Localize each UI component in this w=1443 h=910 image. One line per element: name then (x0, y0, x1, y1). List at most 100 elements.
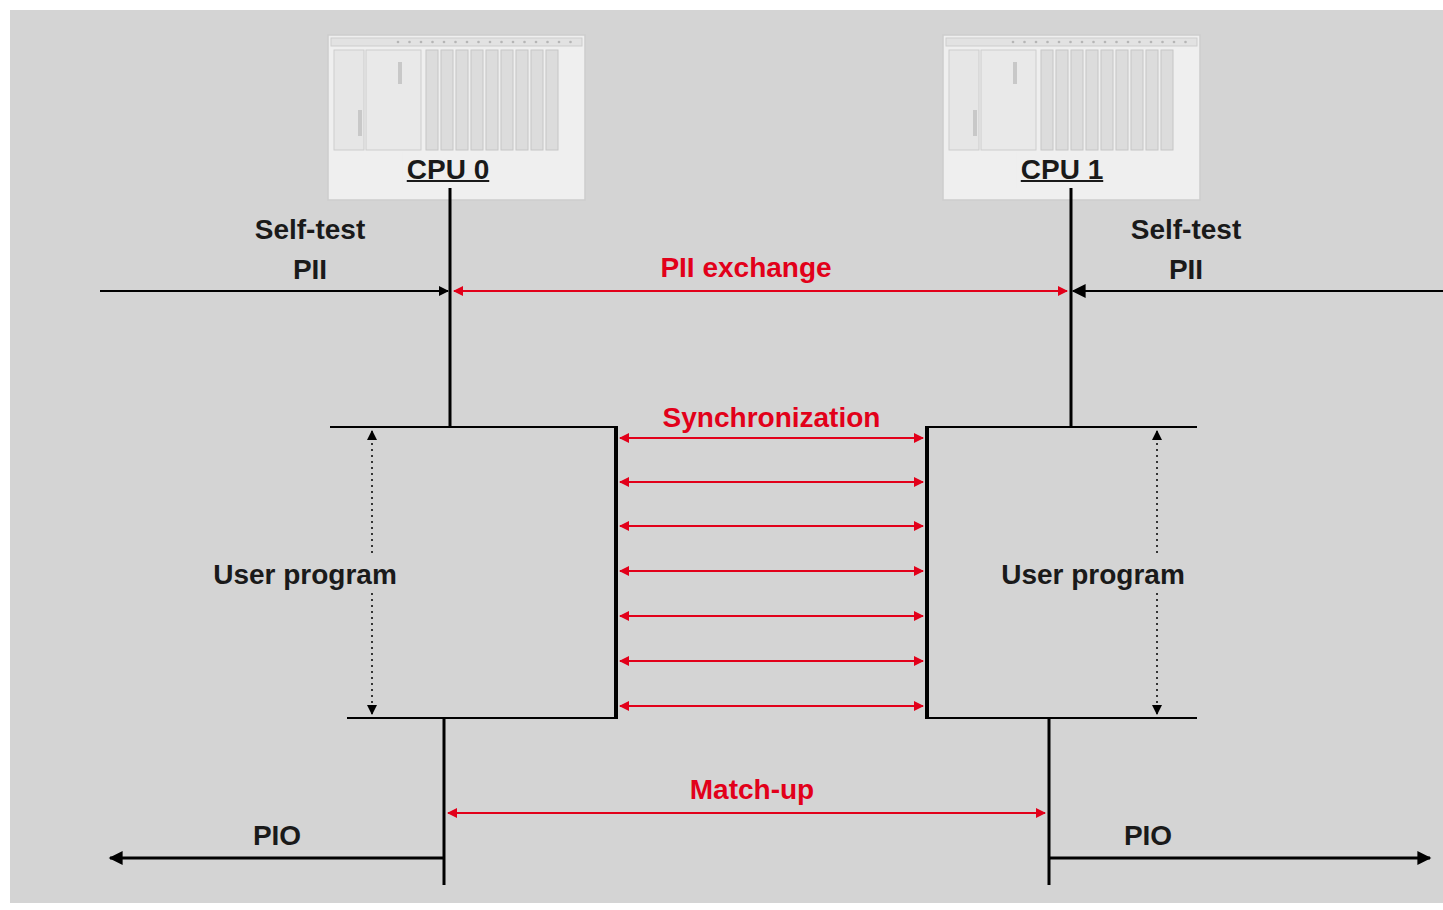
io-module (516, 50, 528, 150)
rack-frame (328, 35, 585, 200)
io-module (1116, 50, 1128, 150)
rack-screw (1138, 41, 1141, 44)
rack-screw (1058, 41, 1061, 44)
rack-screw (1023, 41, 1026, 44)
io-module (546, 50, 558, 150)
rack-screw (1115, 41, 1118, 44)
io-module (441, 50, 453, 150)
io-module (1161, 50, 1173, 150)
rack-screw (466, 41, 469, 44)
module-switch (973, 110, 977, 136)
rack-screw (1161, 41, 1164, 44)
rack-screw (408, 41, 411, 44)
cpu-timeline (1070, 187, 1073, 427)
power-module (334, 50, 364, 150)
rack-screw (546, 41, 549, 44)
user-program-block: User program (190, 427, 616, 718)
module-switch (358, 110, 362, 136)
module-switch (1013, 62, 1017, 84)
program-boundary (614, 426, 618, 719)
rack-screw (1081, 41, 1084, 44)
cpu-module (981, 50, 1036, 150)
cpu-rack: CPU 1 (943, 35, 1200, 200)
io-module (1146, 50, 1158, 150)
user-program-block: User program (927, 427, 1227, 718)
io-module (456, 50, 468, 150)
cpu-rack: CPU 0 (328, 35, 585, 200)
cpu-timeline (1048, 718, 1051, 885)
rack-frame (943, 35, 1200, 200)
cpu-label: CPU 0 (403, 152, 493, 188)
rack-screw (1069, 41, 1072, 44)
rack-screw (1104, 41, 1107, 44)
program-boundary (925, 426, 929, 719)
cpu-module (366, 50, 421, 150)
io-module (486, 50, 498, 150)
rack-screw (1150, 41, 1153, 44)
rack-screw (500, 41, 503, 44)
rack-screw (535, 41, 538, 44)
rack-screw (443, 41, 446, 44)
io-module (1086, 50, 1098, 150)
program-boundary (330, 426, 616, 428)
rack-screw (523, 41, 526, 44)
pii-input-arrow (100, 290, 448, 292)
rack-screw (431, 41, 434, 44)
exchange-label: PII exchange (660, 250, 831, 286)
sync-arrow (620, 437, 923, 439)
rack-screw (1046, 41, 1049, 44)
rack-screw (1127, 41, 1130, 44)
program-boundary (347, 717, 616, 719)
match-up-arrow (448, 812, 1045, 814)
rack-screw (1173, 41, 1176, 44)
io-module (471, 50, 483, 150)
rack-screw (420, 41, 423, 44)
sync-arrow (620, 660, 923, 662)
power-module (949, 50, 979, 150)
io-module (1056, 50, 1068, 150)
module-switch (398, 62, 402, 84)
rack-screw (397, 41, 400, 44)
rack-screw (1012, 41, 1015, 44)
output-label: PIO (253, 818, 301, 854)
plc-rack-illustration (943, 35, 1200, 200)
edge-label: Synchronization (663, 400, 881, 436)
io-module (1041, 50, 1053, 150)
rack-screw (1184, 41, 1187, 44)
io-module (531, 50, 543, 150)
program-boundary (927, 717, 1197, 719)
rack-screw (477, 41, 480, 44)
sync-arrow (620, 570, 923, 572)
rack-screw (558, 41, 561, 44)
io-module (1071, 50, 1083, 150)
pii-exchange-arrow (454, 290, 1067, 292)
cpu-timeline (443, 718, 446, 885)
rack-screw (569, 41, 572, 44)
rack-screw (512, 41, 515, 44)
cpu-timeline (449, 187, 452, 427)
block-title: User program (209, 557, 401, 593)
rack-screw (454, 41, 457, 44)
cpu-label: CPU 1 (1017, 152, 1107, 188)
rack-screw (489, 41, 492, 44)
rack-rail (331, 38, 582, 46)
input-label: Self-test PII (235, 210, 385, 290)
io-module (1131, 50, 1143, 150)
pio-output-arrow (110, 857, 444, 860)
sync-arrow (620, 615, 923, 617)
output-label: PIO (1124, 818, 1172, 854)
block-title: User program (997, 557, 1189, 593)
sync-arrow (620, 525, 923, 527)
plc-rack-illustration (328, 35, 585, 200)
pii-input-arrow (1073, 290, 1443, 292)
sync-arrow (620, 481, 923, 483)
rack-screw (1092, 41, 1095, 44)
plc-racks (328, 35, 1200, 200)
pio-output-arrow (1049, 857, 1430, 860)
io-module (426, 50, 438, 150)
sync-arrow (620, 705, 923, 707)
